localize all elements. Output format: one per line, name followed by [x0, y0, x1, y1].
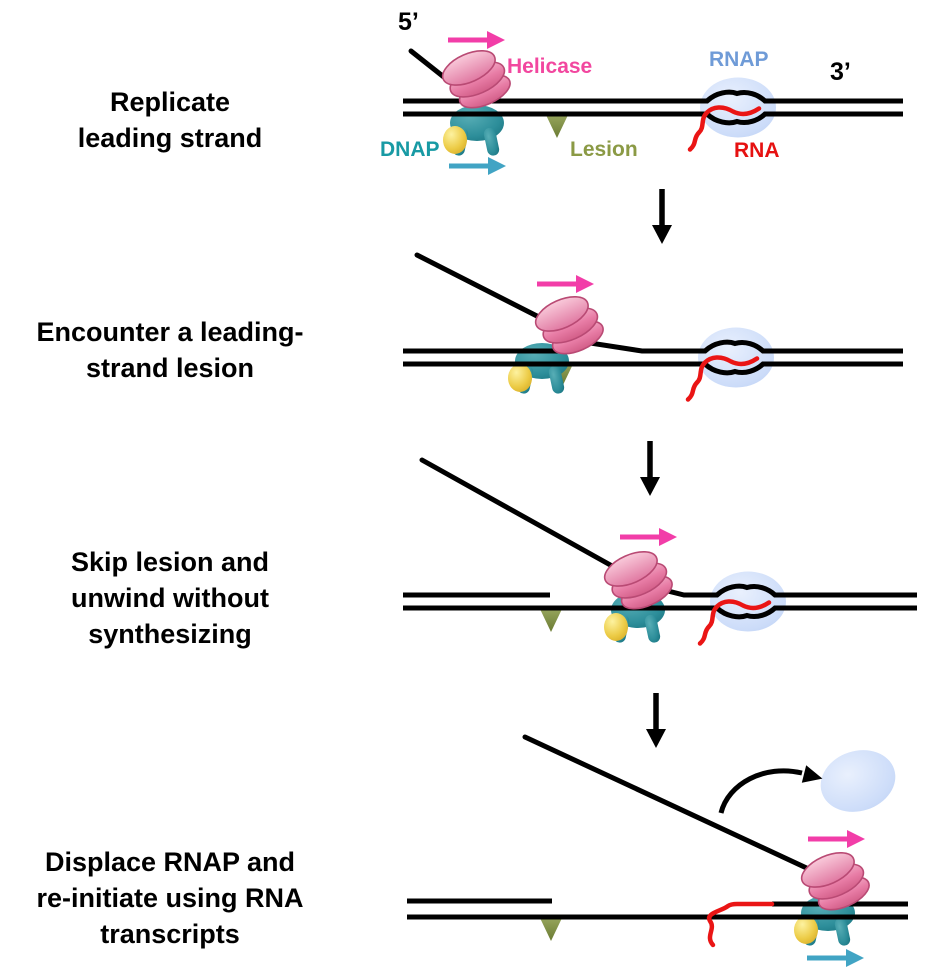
helicase-direction-arrow-icon: [620, 528, 677, 546]
panel-replicate-leading-strand: [403, 31, 903, 175]
step-down-arrow-icon: [640, 441, 660, 496]
rnap-bubble-icon: [700, 572, 796, 644]
displacement-curved-arrow-icon: [718, 768, 803, 814]
lesion-icon: [540, 918, 562, 941]
step-title-1: Replicate leading strand: [77, 87, 263, 153]
rnap-label: RNAP: [709, 48, 769, 71]
helicase-direction-arrow-icon: [808, 830, 865, 848]
step-title-4: Displace RNAP and re-initiate using RNA …: [36, 847, 304, 949]
step-title-2: Encounter a leading- strand lesion: [36, 317, 304, 383]
rnap-bubble-icon: [688, 328, 784, 400]
dna-duplex-strands: [403, 98, 903, 117]
rna-label: RNA: [734, 139, 780, 162]
dna-duplex-strands: [403, 592, 917, 611]
three-prime-label: 3’: [830, 58, 851, 86]
panel-encounter-lesion: [403, 252, 903, 400]
displaced-rnap-icon: [820, 750, 896, 812]
dnap-direction-arrow-icon: [449, 157, 506, 175]
dnap-direction-arrow-icon: [807, 949, 864, 967]
helicase-label: Helicase: [507, 55, 593, 78]
panel-skip-lesion: [403, 457, 917, 644]
displacement-arrowhead-icon: [801, 765, 823, 783]
step-down-arrow-icon: [652, 189, 672, 244]
helicase-direction-arrow-icon: [448, 31, 505, 49]
lesion-label: Lesion: [570, 138, 638, 161]
panel-displace-rnap: [407, 734, 908, 967]
lesion-icon: [540, 609, 562, 632]
lesion-icon: [546, 115, 568, 138]
unwound-parental-strand: [522, 734, 831, 881]
helicase-direction-arrow-icon: [537, 275, 594, 293]
five-prime-label: 5’: [398, 8, 419, 36]
dnap-label: DNAP: [380, 138, 440, 161]
rna-primer-icon: [706, 901, 775, 948]
unwound-parental-strand: [414, 252, 691, 354]
step-down-arrow-icon: [646, 693, 666, 748]
step-title-3: Skip lesion and unwind without synthesiz…: [70, 547, 270, 649]
helicase-icon: [436, 41, 516, 118]
dna-duplex-strands: [403, 348, 903, 367]
